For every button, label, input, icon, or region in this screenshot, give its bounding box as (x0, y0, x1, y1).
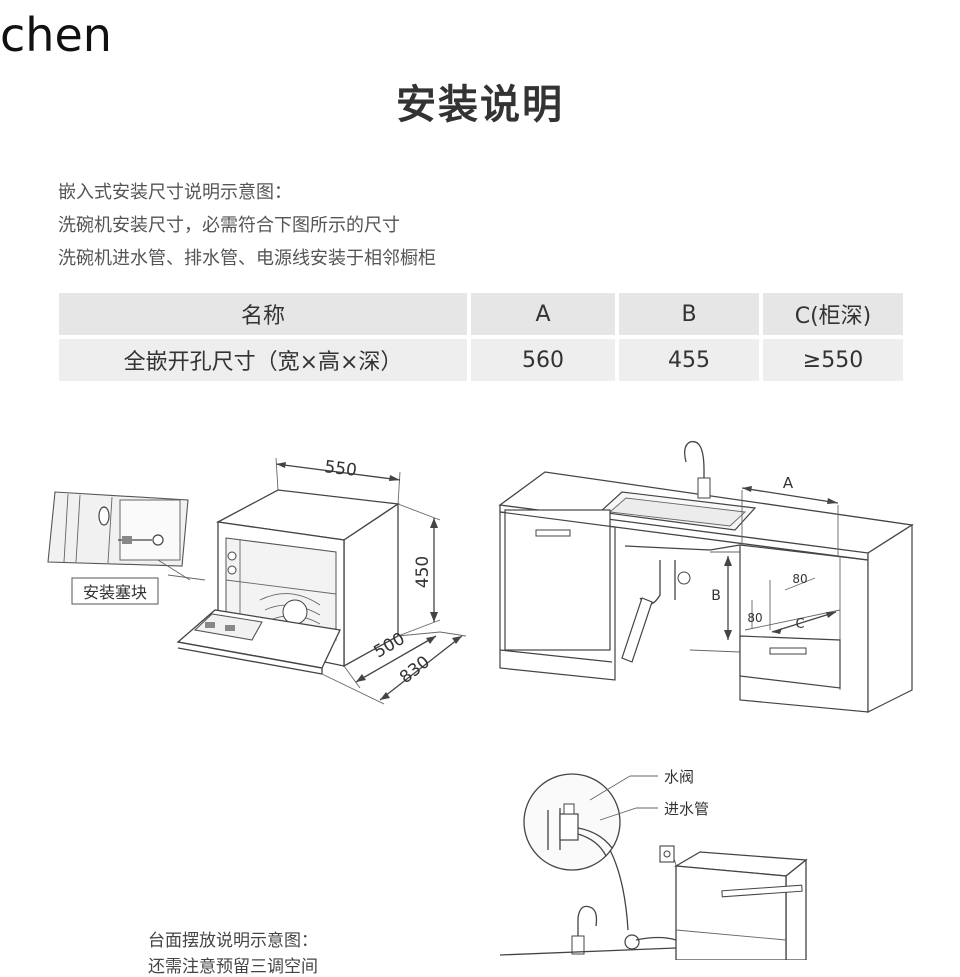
table-cell: 全嵌开孔尺寸（宽×高×深） (59, 339, 467, 381)
part-label: 安装塞块 (83, 583, 147, 602)
plug-detail-inset (47, 491, 189, 567)
dishwasher-dimension-figure: 安装塞块 550 450 (47, 457, 467, 705)
intro-line: 嵌入式安装尺寸说明示意图： (58, 182, 292, 203)
countertop-caption-2: 还需注意预留三调空间 (148, 957, 318, 977)
label-80-side: 80 (747, 611, 762, 625)
label-80-top: 80 (792, 572, 807, 586)
label-valve: 水阀 (664, 768, 694, 786)
table-cell: 560 (471, 339, 615, 381)
corner-text: chen (0, 8, 112, 62)
table-header-cell: A (471, 293, 615, 335)
cabinet-installation-figure: B A 80 80 C (498, 440, 914, 713)
table-row: 全嵌开孔尺寸（宽×高×深） 560 455 ≥550 (59, 339, 903, 381)
dim-height-label: 450 (413, 556, 433, 588)
table-header-cell: C(柜深) (763, 293, 903, 335)
intro-line: 洗碗机进水管、排水管、电源线安装于相邻橱柜 (58, 248, 436, 269)
table-header-row: 名称 A B C(柜深) (59, 293, 903, 335)
label-a: A (783, 474, 794, 492)
countertop-caption: 台面摆放说明示意图： (148, 931, 318, 951)
table-header-cell: B (619, 293, 759, 335)
table-header-cell: 名称 (59, 293, 467, 335)
label-c: C (795, 617, 804, 632)
spec-table: 名称 A B C(柜深) 全嵌开孔尺寸（宽×高×深） 560 455 ≥550 (55, 289, 907, 385)
intro-text: 嵌入式安装尺寸说明示意图： 洗碗机安装尺寸，必需符合下图所示的尺寸 洗碗机进水管… (58, 176, 436, 275)
part-label-box (71, 577, 159, 605)
page-title: 安装说明 (396, 82, 564, 128)
countertop-placement-figure: 水阀 进水管 (499, 768, 808, 960)
intro-line: 洗碗机安装尺寸，必需符合下图所示的尺寸 (58, 215, 400, 236)
label-inlet: 进水管 (664, 800, 709, 818)
dim-width-label: 550 (323, 457, 358, 481)
label-b: B (711, 588, 721, 604)
table-cell: 455 (619, 339, 759, 381)
table-cell: ≥550 (763, 339, 903, 381)
